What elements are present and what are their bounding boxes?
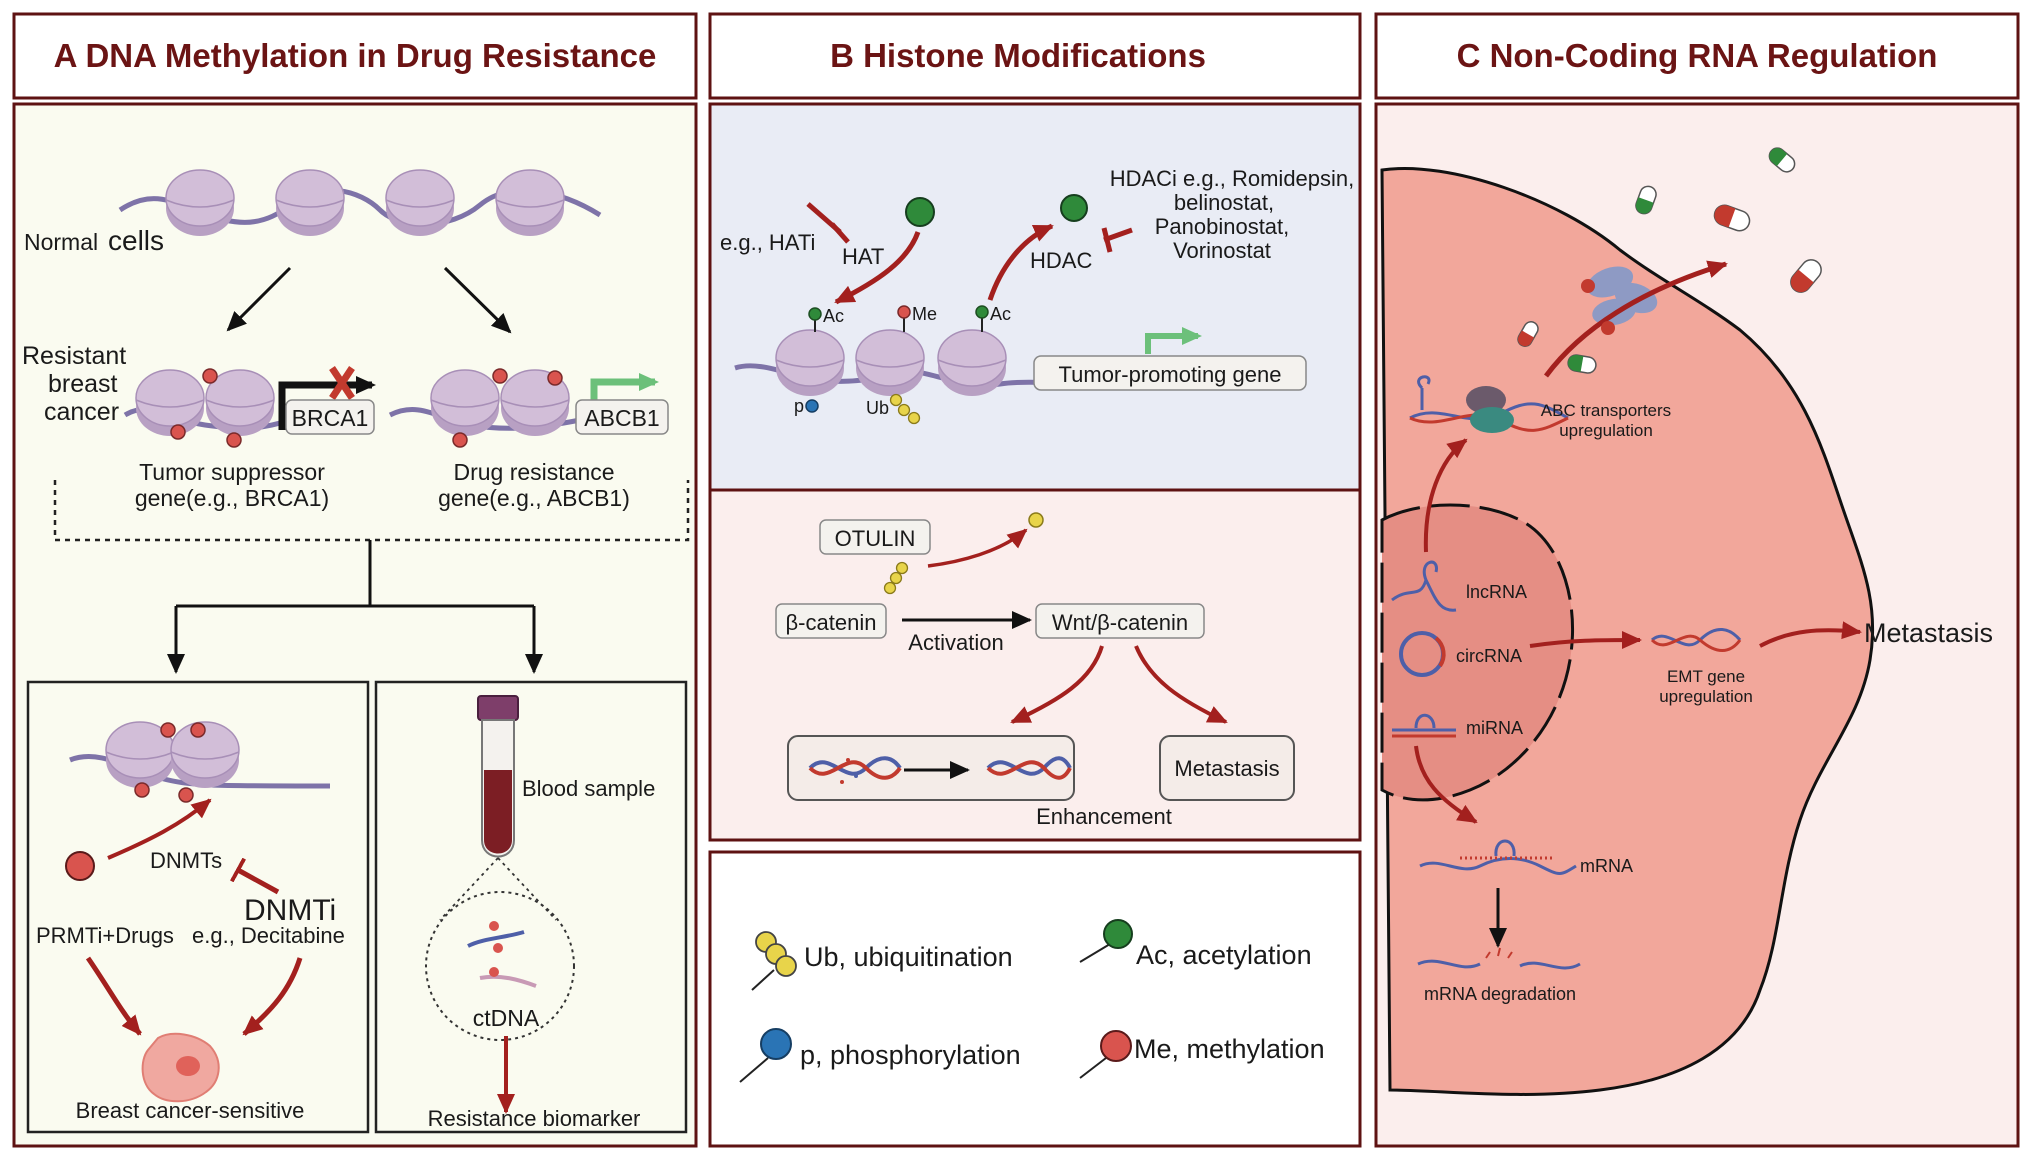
nucleosome xyxy=(275,169,345,237)
emt-line-1: EMT gene xyxy=(1667,667,1745,686)
wnt-label: Wnt/β-catenin xyxy=(1052,610,1188,635)
lncrna-icon xyxy=(1391,560,1457,612)
histone xyxy=(937,329,1007,397)
nucleosome xyxy=(135,369,205,437)
tumor-suppressor-line-1: Tumor suppressor xyxy=(139,459,325,485)
hdac-label: HDAC xyxy=(1030,248,1092,273)
otulin-label: OTULIN xyxy=(835,526,916,551)
panel-b: B Histone Modifications Ac Me Ac p Ub e.… xyxy=(708,12,1362,1148)
hdaci-line-1: HDACi e.g., Romidepsin, xyxy=(1110,166,1355,191)
panel-a: A DNA Methylation in Drug Resistance Nor… xyxy=(12,12,698,1148)
dnmti-label: DNMTi xyxy=(244,894,336,927)
abcb1-label: ABCB1 xyxy=(584,405,659,431)
beta-catenin-label: β-catenin xyxy=(786,610,877,635)
p-label: p xyxy=(794,396,804,416)
nucleosome xyxy=(430,369,500,437)
panel-a-title: A DNA Methylation in Drug Resistance xyxy=(54,37,657,74)
metastasis-b-label: Metastasis xyxy=(1174,756,1279,781)
nucleosome xyxy=(165,169,235,237)
enhancement-label: Enhancement xyxy=(1036,804,1172,829)
blood-sample-label: Blood sample xyxy=(522,776,655,801)
resistant-label-3: cancer xyxy=(44,398,119,426)
drug-resistance-line-1: Drug resistance xyxy=(453,459,614,485)
me-label: Me xyxy=(912,304,937,324)
legend: Ub, ubiquitination Ac, acetylation p, ph… xyxy=(739,919,1325,1083)
ac-label-2: Ac xyxy=(990,304,1011,324)
repaired-dna-icon xyxy=(986,756,1072,780)
cells-label: cells xyxy=(108,225,164,256)
degradation-label: mRNA degradation xyxy=(1424,984,1576,1004)
decitabine-label: e.g., Decitabine xyxy=(192,923,345,948)
drug-pill-icon xyxy=(1635,185,1657,215)
histone xyxy=(855,329,925,397)
prmti-drugs-label: PRMTi+Drugs xyxy=(36,923,174,948)
mirna-label: miRNA xyxy=(1466,718,1523,738)
ribosome-icon xyxy=(1466,386,1506,414)
panel-b-title: B Histone Modifications xyxy=(830,37,1206,74)
biomarker-label: Resistance biomarker xyxy=(428,1106,641,1131)
legend-ac: Ac, acetylation xyxy=(1136,940,1312,970)
metastasis-c-label: Metastasis xyxy=(1864,618,1993,648)
resistant-label-2: breast xyxy=(48,370,118,398)
broken-dna-icon xyxy=(808,756,902,784)
drug-resistance-line-2: gene(e.g., ABCB1) xyxy=(438,485,630,511)
tumor-gene-label: Tumor-promoting gene xyxy=(1059,362,1282,387)
tumor-suppressor-line-2: gene(e.g., BRCA1) xyxy=(135,485,329,511)
histone xyxy=(775,329,845,397)
ub-label: Ub xyxy=(866,398,889,418)
nucleosome xyxy=(495,169,565,237)
emt-line-2: upregulation xyxy=(1659,687,1753,706)
circrna-label: circRNA xyxy=(1456,646,1522,666)
drug-pill-icon xyxy=(1790,259,1822,293)
abc-line-2: upregulation xyxy=(1559,421,1653,440)
brca1-label: BRCA1 xyxy=(292,405,369,431)
nucleosome xyxy=(385,169,455,237)
mrna-label: mRNA xyxy=(1580,856,1633,876)
hdaci-line-3: Panobinostat, xyxy=(1155,214,1290,239)
dna-helix-icon xyxy=(1650,628,1742,652)
hat-label: HAT xyxy=(842,244,884,269)
hdac-inhibitor-bar xyxy=(1101,227,1113,253)
hat-inhibitor-bar xyxy=(830,222,850,244)
legend-p: p, phosphorylation xyxy=(800,1040,1021,1070)
ctdna-zoom-circle xyxy=(425,891,575,1041)
legend-ub: Ub, ubiquitination xyxy=(804,942,1013,972)
hdaci-line-2: belinostat, xyxy=(1174,190,1274,215)
drug-pill-icon xyxy=(1713,204,1751,232)
mrna-degraded-icon xyxy=(1417,959,1581,970)
nucleus xyxy=(1380,503,1575,802)
legend-me: Me, methylation xyxy=(1134,1034,1325,1064)
panel-c: C Non-Coding RNA Regulation ABC transpor… xyxy=(1374,12,2020,1148)
normal-label: Normal xyxy=(24,229,98,255)
dnmts-label: DNMTs xyxy=(150,848,222,873)
ctdna-label: ctDNA xyxy=(473,1005,540,1031)
blocked-x-icon xyxy=(329,366,355,400)
activation-label: Activation xyxy=(908,630,1003,655)
resistant-label-1: Resistant xyxy=(22,342,126,370)
sensitive-label: Breast cancer-sensitive xyxy=(76,1098,305,1123)
lncrna-label: lncRNA xyxy=(1466,582,1527,602)
panel-c-title: C Non-Coding RNA Regulation xyxy=(1457,37,1938,74)
abc-line-1: ABC transporters xyxy=(1541,401,1671,420)
hati-label: e.g., HATi xyxy=(720,230,815,255)
drug-pill-icon xyxy=(1517,321,1539,347)
ac-label: Ac xyxy=(823,306,844,326)
drug-pill-icon xyxy=(1567,354,1597,374)
drug-pill-icon xyxy=(1768,147,1796,173)
hdaci-line-4: Vorinostat xyxy=(1173,238,1271,263)
